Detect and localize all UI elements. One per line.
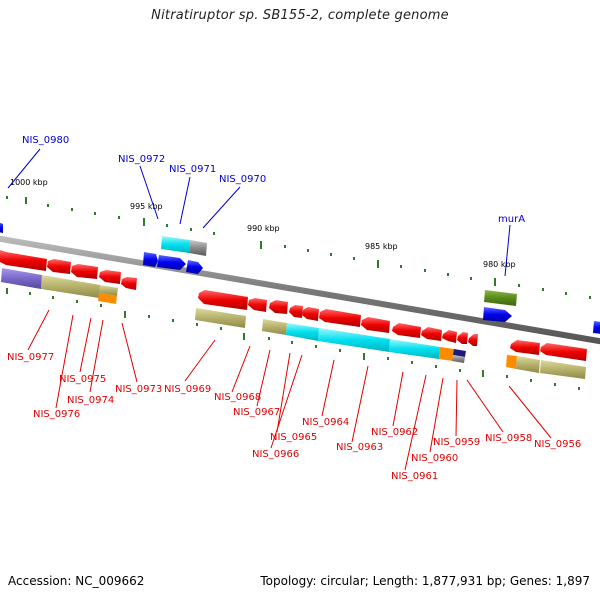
label-nis-0969[interactable]: NIS_0969 <box>164 384 211 395</box>
ruler-ticks <box>6 196 591 299</box>
ruler-label-980: 980 kbp <box>483 260 516 269</box>
gene-rev-0956[interactable] <box>540 343 587 361</box>
gene-rev-0975[interactable] <box>71 264 98 279</box>
ruler-label-985: 985 kbp <box>365 242 398 251</box>
gene-fwd-edge[interactable] <box>593 321 600 334</box>
label-nis-0976[interactable]: NIS_0976 <box>33 409 80 420</box>
label-nis-0958[interactable]: NIS_0958 <box>485 433 532 444</box>
accession-text: Accession: NC_009662 <box>8 574 145 588</box>
gene-fwd-1[interactable] <box>143 252 158 267</box>
gene-nis-0971-fwd[interactable] <box>157 255 186 270</box>
feature-cyan-0964 <box>318 328 390 352</box>
feature-olive-0957 <box>516 356 540 373</box>
feature-orange-0960 <box>439 347 454 361</box>
gene-rev-0967[interactable] <box>269 300 288 314</box>
gene-rev-0969[interactable] <box>198 290 248 310</box>
label-nis-0970[interactable]: NIS_0970 <box>219 174 266 185</box>
feature-orange-0973 <box>98 293 117 304</box>
gene-rev-0958[interactable] <box>468 334 478 346</box>
label-nis-0973[interactable]: NIS_0973 <box>115 384 162 395</box>
label-nis-0971[interactable]: NIS_0971 <box>169 164 216 175</box>
ruler-label-990: 990 kbp <box>247 224 280 233</box>
label-nis-0967[interactable]: NIS_0967 <box>233 407 280 418</box>
gene-rev-0961[interactable] <box>421 327 442 341</box>
gene-rev-0959[interactable] <box>457 332 468 344</box>
gene-rev-0976[interactable] <box>47 259 71 274</box>
feature-olive-0967 <box>262 319 287 335</box>
forward-genes <box>0 222 600 334</box>
top-leader-lines <box>7 148 511 277</box>
feature-cyan-0972 <box>161 236 190 253</box>
label-nis-0968[interactable]: NIS_0968 <box>214 392 261 403</box>
feature-orange-0957 <box>506 355 517 369</box>
label-mura[interactable]: murA <box>498 214 525 225</box>
label-nis-0977[interactable]: NIS_0977 <box>7 352 54 363</box>
label-nis-0961[interactable]: NIS_0961 <box>391 471 438 482</box>
feature-bars-inner <box>1 268 586 379</box>
label-nis-0963[interactable]: NIS_0963 <box>336 442 383 453</box>
feature-gray-0971 <box>189 240 207 256</box>
feature-cyan-0966 <box>286 323 319 341</box>
gene-mura[interactable] <box>483 307 512 322</box>
feature-purple-0977 <box>1 268 42 289</box>
gene-rev-0974[interactable] <box>99 270 121 284</box>
label-nis-0975[interactable]: NIS_0975 <box>59 374 106 385</box>
gene-rev-0962[interactable] <box>392 323 421 338</box>
feature-navy-0959 <box>453 349 466 357</box>
label-nis-0980[interactable]: NIS_0980 <box>22 135 69 146</box>
map-title: Nitratiruptor sp. SB155-2, complete geno… <box>151 8 449 23</box>
feature-bars-outer <box>161 236 517 306</box>
inner-ticks <box>6 288 580 390</box>
gene-rev-0963[interactable] <box>361 317 390 333</box>
feature-olive-0956 <box>540 360 586 379</box>
gene-rev-0960[interactable] <box>442 330 457 343</box>
bottom-leader-lines <box>27 309 552 471</box>
ruler-label-995: 995 kbp <box>130 202 163 211</box>
genome-backbone <box>0 235 600 345</box>
label-nis-0956[interactable]: NIS_0956 <box>534 439 581 450</box>
feature-gray-0959 <box>452 355 465 363</box>
feature-olive-0969 <box>195 308 246 328</box>
feature-olive-0976 <box>41 275 100 298</box>
gene-nis-0977[interactable] <box>0 250 47 271</box>
gene-rev-0964[interactable] <box>319 309 361 327</box>
gene-rev-0965[interactable] <box>302 307 319 321</box>
feature-green-mura <box>484 290 517 306</box>
feature-olive-0974 <box>99 285 118 296</box>
label-nis-0965[interactable]: NIS_0965 <box>270 432 317 443</box>
reverse-genes <box>0 250 587 361</box>
label-nis-0960[interactable]: NIS_0960 <box>411 453 458 464</box>
label-nis-0959[interactable]: NIS_0959 <box>433 437 480 448</box>
gene-rev-0957[interactable] <box>510 340 540 355</box>
gene-nis-0970-fwd[interactable] <box>186 260 203 274</box>
label-nis-0974[interactable]: NIS_0974 <box>67 395 114 406</box>
genome-info-text: Topology: circular; Length: 1,877,931 bp… <box>260 574 590 588</box>
label-nis-0972[interactable]: NIS_0972 <box>118 154 165 165</box>
feature-cyan-0962 <box>389 339 440 359</box>
gene-rev-0973[interactable] <box>121 277 137 290</box>
gene-rev-0966[interactable] <box>289 305 303 318</box>
gene-nis-0980[interactable] <box>0 222 3 233</box>
gene-rev-0968[interactable] <box>248 298 267 312</box>
label-nis-0962[interactable]: NIS_0962 <box>371 427 418 438</box>
label-nis-0966[interactable]: NIS_0966 <box>252 449 299 460</box>
label-nis-0964[interactable]: NIS_0964 <box>302 417 349 428</box>
ruler-label-1000: 1000 kbp <box>10 178 48 187</box>
